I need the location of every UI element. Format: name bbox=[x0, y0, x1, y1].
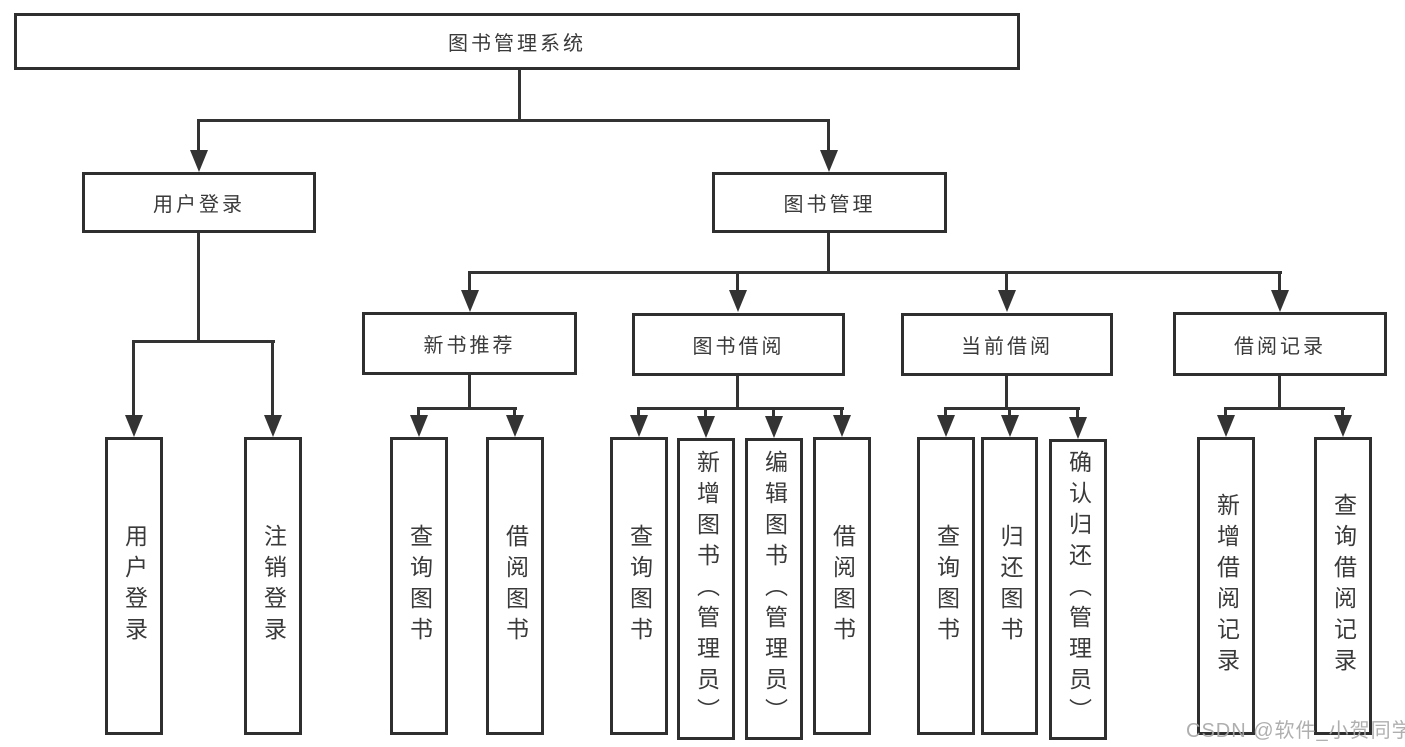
node-user-login: 用户登录 bbox=[82, 172, 316, 233]
connector-cur-query-shaft bbox=[944, 407, 947, 419]
connector-rec-query-shaft bbox=[1341, 407, 1344, 419]
node-user-login-label: 用户登录 bbox=[153, 194, 245, 216]
connector-records-shaft bbox=[1278, 271, 1281, 292]
arrow-down-icon bbox=[125, 415, 143, 437]
connector-nb-borrow-shaft bbox=[513, 407, 516, 419]
connector-user-login-rail bbox=[132, 340, 275, 343]
connector-user-login-shaft bbox=[197, 119, 200, 153]
node-root-label: 图书管理系统 bbox=[448, 33, 586, 55]
node-new-books: 新书推荐 bbox=[362, 312, 577, 375]
connector-bw-borrow-shaft bbox=[840, 407, 843, 419]
connector-borrow-rail bbox=[637, 407, 844, 410]
connector-user-login-stem bbox=[197, 233, 200, 343]
connector-borrow-shaft bbox=[736, 271, 739, 292]
node-borrow: 图书借阅 bbox=[632, 313, 845, 376]
node-bw-add: 新增图书（管理员） bbox=[677, 438, 735, 740]
node-current-label: 当前借阅 bbox=[961, 336, 1053, 358]
connector-rec-add-shaft bbox=[1224, 407, 1227, 419]
node-borrow-label: 图书借阅 bbox=[692, 336, 785, 358]
arrow-down-icon bbox=[1217, 415, 1235, 437]
node-book-mgmt-label: 图书管理 bbox=[783, 194, 876, 216]
connector-records-stem bbox=[1278, 375, 1281, 410]
arrow-down-icon bbox=[833, 415, 851, 437]
connector-book-mgmt-shaft bbox=[827, 119, 830, 153]
node-bw-borrow-label: 借阅图书 bbox=[829, 524, 856, 648]
arrow-down-icon bbox=[998, 290, 1016, 312]
node-rec-add-label: 新增借阅记录 bbox=[1213, 493, 1240, 679]
connector-records-rail bbox=[1224, 407, 1345, 410]
arrow-down-icon bbox=[765, 416, 783, 438]
connector-borrow-stem bbox=[736, 375, 739, 410]
node-bw-edit-label: 编辑图书（管理员） bbox=[761, 449, 788, 729]
connector-new-books-rail bbox=[417, 407, 517, 410]
arrow-down-icon bbox=[264, 415, 282, 437]
arrow-down-icon bbox=[729, 290, 747, 312]
connector-book-mgmt-stem bbox=[827, 233, 830, 274]
connector-current-rail bbox=[944, 407, 1080, 410]
node-login-label: 用户登录 bbox=[121, 524, 148, 648]
connector-current-shaft bbox=[1005, 271, 1008, 292]
arrow-down-icon bbox=[1334, 415, 1352, 437]
node-root: 图书管理系统 bbox=[14, 13, 1020, 70]
node-bw-borrow: 借阅图书 bbox=[813, 437, 871, 735]
connector-cur-return-shaft bbox=[1008, 407, 1011, 419]
node-nb-borrow: 借阅图书 bbox=[486, 437, 544, 735]
node-current: 当前借阅 bbox=[901, 313, 1113, 376]
connector-new-books-stem bbox=[468, 375, 471, 410]
connector-current-stem bbox=[1005, 375, 1008, 410]
node-cur-confirm: 确认归还（管理员） bbox=[1049, 439, 1107, 740]
connector-root-stem bbox=[518, 70, 521, 122]
node-book-mgmt: 图书管理 bbox=[712, 172, 947, 233]
connector-cur-confirm-shaft bbox=[1076, 407, 1079, 419]
arrow-down-icon bbox=[1271, 290, 1289, 312]
connector-logout-shaft bbox=[271, 340, 274, 418]
connector-bw-edit-shaft bbox=[772, 407, 775, 419]
node-cur-return: 归还图书 bbox=[981, 437, 1038, 735]
node-login: 用户登录 bbox=[105, 437, 163, 735]
arrow-down-icon bbox=[1001, 415, 1019, 437]
node-rec-add: 新增借阅记录 bbox=[1197, 437, 1255, 735]
connector-login-shaft bbox=[132, 340, 135, 418]
arrow-down-icon bbox=[461, 290, 479, 312]
node-records: 借阅记录 bbox=[1173, 312, 1387, 376]
node-bw-query-label: 查询图书 bbox=[626, 524, 653, 648]
node-nb-query: 查询图书 bbox=[390, 437, 448, 735]
node-bw-add-label: 新增图书（管理员） bbox=[693, 449, 720, 729]
connector-root-rail bbox=[198, 119, 830, 122]
arrow-down-icon bbox=[697, 416, 715, 438]
node-rec-query: 查询借阅记录 bbox=[1314, 437, 1372, 735]
node-logout-label: 注销登录 bbox=[260, 524, 287, 648]
arrow-down-icon bbox=[1069, 417, 1087, 439]
arrow-down-icon bbox=[506, 415, 524, 437]
node-nb-borrow-label: 借阅图书 bbox=[502, 524, 529, 648]
node-cur-return-label: 归还图书 bbox=[997, 524, 1023, 648]
node-cur-query-label: 查询图书 bbox=[933, 524, 960, 648]
node-cur-query: 查询图书 bbox=[917, 437, 975, 735]
connector-bw-add-shaft bbox=[704, 407, 707, 419]
node-records-label: 借阅记录 bbox=[1234, 335, 1326, 358]
node-cur-confirm-label: 确认归还（管理员） bbox=[1065, 450, 1092, 729]
node-logout: 注销登录 bbox=[244, 437, 302, 735]
node-bw-query: 查询图书 bbox=[610, 437, 668, 735]
connector-nb-query-shaft bbox=[417, 407, 420, 419]
node-new-books-label: 新书推荐 bbox=[423, 335, 516, 357]
node-rec-query-label: 查询借阅记录 bbox=[1330, 493, 1357, 679]
arrow-down-icon bbox=[630, 415, 648, 437]
arrow-down-icon bbox=[190, 150, 208, 172]
connector-book-mgmt-rail bbox=[469, 271, 1282, 274]
node-nb-query-label: 查询图书 bbox=[406, 524, 433, 648]
csdn-watermark: CSDN @软件_小贺同学 bbox=[1186, 720, 1405, 742]
arrow-down-icon bbox=[410, 415, 428, 437]
node-bw-edit: 编辑图书（管理员） bbox=[745, 438, 803, 740]
arrow-down-icon bbox=[937, 415, 955, 437]
connector-bw-query-shaft bbox=[637, 407, 640, 419]
connector-new-books-shaft bbox=[468, 271, 471, 292]
arrow-down-icon bbox=[820, 150, 838, 172]
